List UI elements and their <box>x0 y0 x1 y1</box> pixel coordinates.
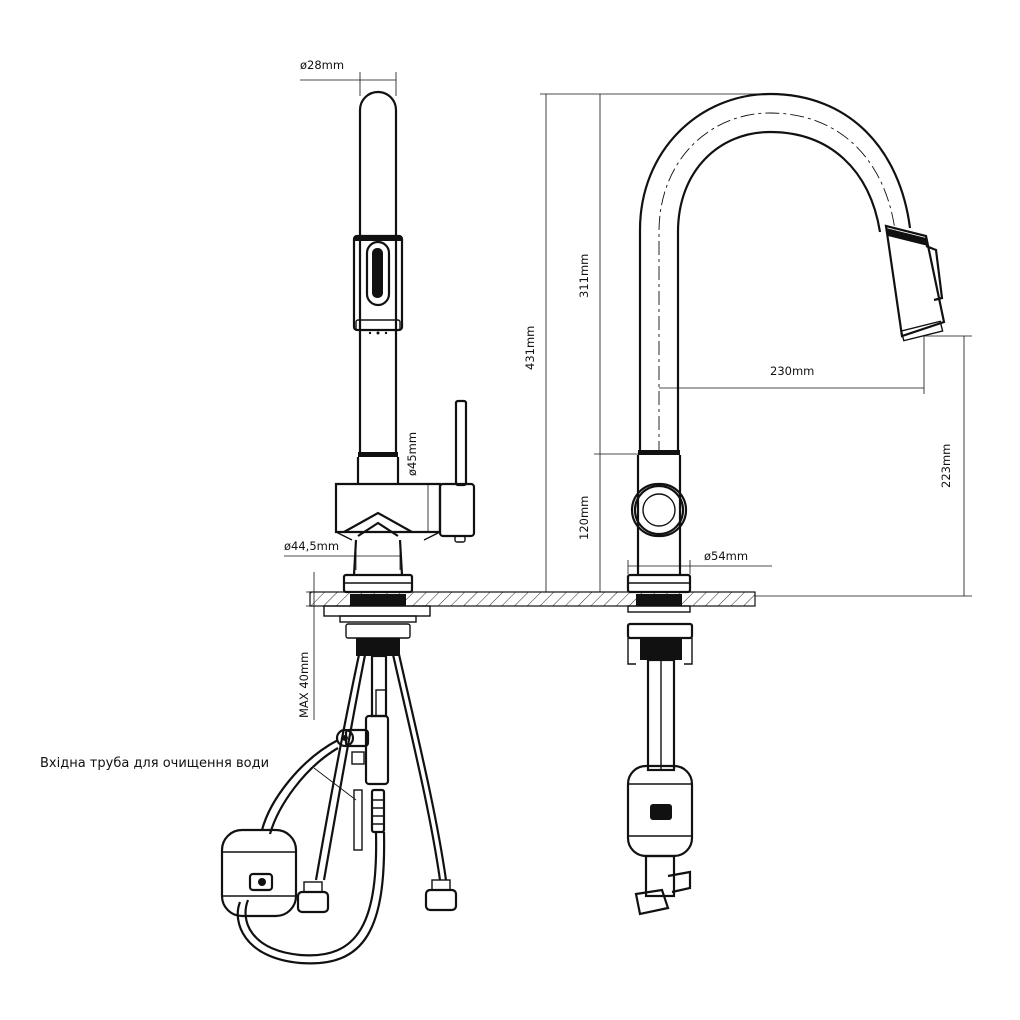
side-under-counter <box>626 594 694 916</box>
dimension-lines <box>284 72 972 720</box>
label-body-diameter: ø45mm <box>405 432 419 476</box>
side-gooseneck <box>638 92 912 452</box>
label-max-thickness: MAX 40mm <box>297 652 311 718</box>
front-handle-lever <box>454 399 468 487</box>
side-view-faucet <box>626 92 946 594</box>
front-hex-nut-left <box>296 890 330 914</box>
front-pullout-hose <box>244 831 378 957</box>
front-hose-left <box>314 649 362 881</box>
front-spout-tube <box>358 90 398 454</box>
front-body <box>334 482 442 534</box>
front-hex-nut-right <box>424 888 458 912</box>
label-spout-height: 311mm <box>577 254 591 298</box>
front-spray-button <box>365 240 391 307</box>
label-base-diameter-side: ø54mm <box>704 549 748 563</box>
front-hose-right <box>390 649 442 881</box>
dimension-labels: ø28mm ø45mm ø44,5mm MAX 40mm 431mm 311mm… <box>40 58 953 771</box>
label-outlet-height: 223mm <box>939 444 953 488</box>
front-view-faucet <box>334 90 476 594</box>
label-base-diameter-front: ø44,5mm <box>284 539 339 553</box>
side-handle-knob <box>633 484 685 536</box>
label-reach: 230mm <box>770 364 814 378</box>
label-total-height: 431mm <box>523 326 537 370</box>
annotation-leader <box>313 767 357 801</box>
filter-inlet-pipe <box>370 788 386 834</box>
side-spray-head <box>884 224 946 342</box>
side-body <box>636 455 682 575</box>
front-handle-body <box>438 482 476 538</box>
label-inlet-pipe: Вхідна труба для очищення води <box>40 756 269 771</box>
front-counterweight <box>220 828 298 918</box>
label-top-diameter: ø28mm <box>300 58 344 72</box>
side-counterweight <box>626 764 694 858</box>
front-under-counter <box>220 594 458 965</box>
front-valve-body <box>364 714 390 786</box>
label-body-height: 120mm <box>577 496 591 540</box>
